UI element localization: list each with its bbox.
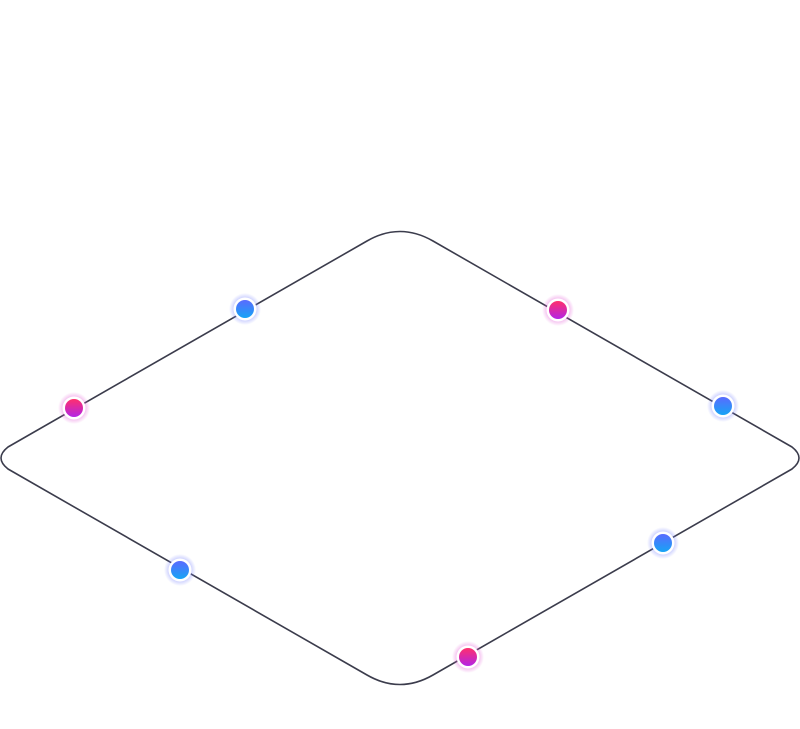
- node-bottom-right: [647, 527, 679, 559]
- node-left: [58, 392, 90, 424]
- node-bottom-dot: [459, 648, 477, 666]
- node-right-dot: [714, 397, 732, 415]
- node-bottom-left-dot: [171, 561, 189, 579]
- node-bottom-right-dot: [654, 534, 672, 552]
- rounded-diamond-outline: [0, 230, 800, 686]
- node-top-left-dot: [236, 300, 254, 318]
- node-bottom: [452, 641, 484, 673]
- node-left-dot: [65, 399, 83, 417]
- node-layer: [58, 293, 739, 673]
- node-top-right: [542, 294, 574, 326]
- node-top-left: [229, 293, 261, 325]
- node-top-right-dot: [549, 301, 567, 319]
- node-right: [707, 390, 739, 422]
- node-bottom-left: [164, 554, 196, 586]
